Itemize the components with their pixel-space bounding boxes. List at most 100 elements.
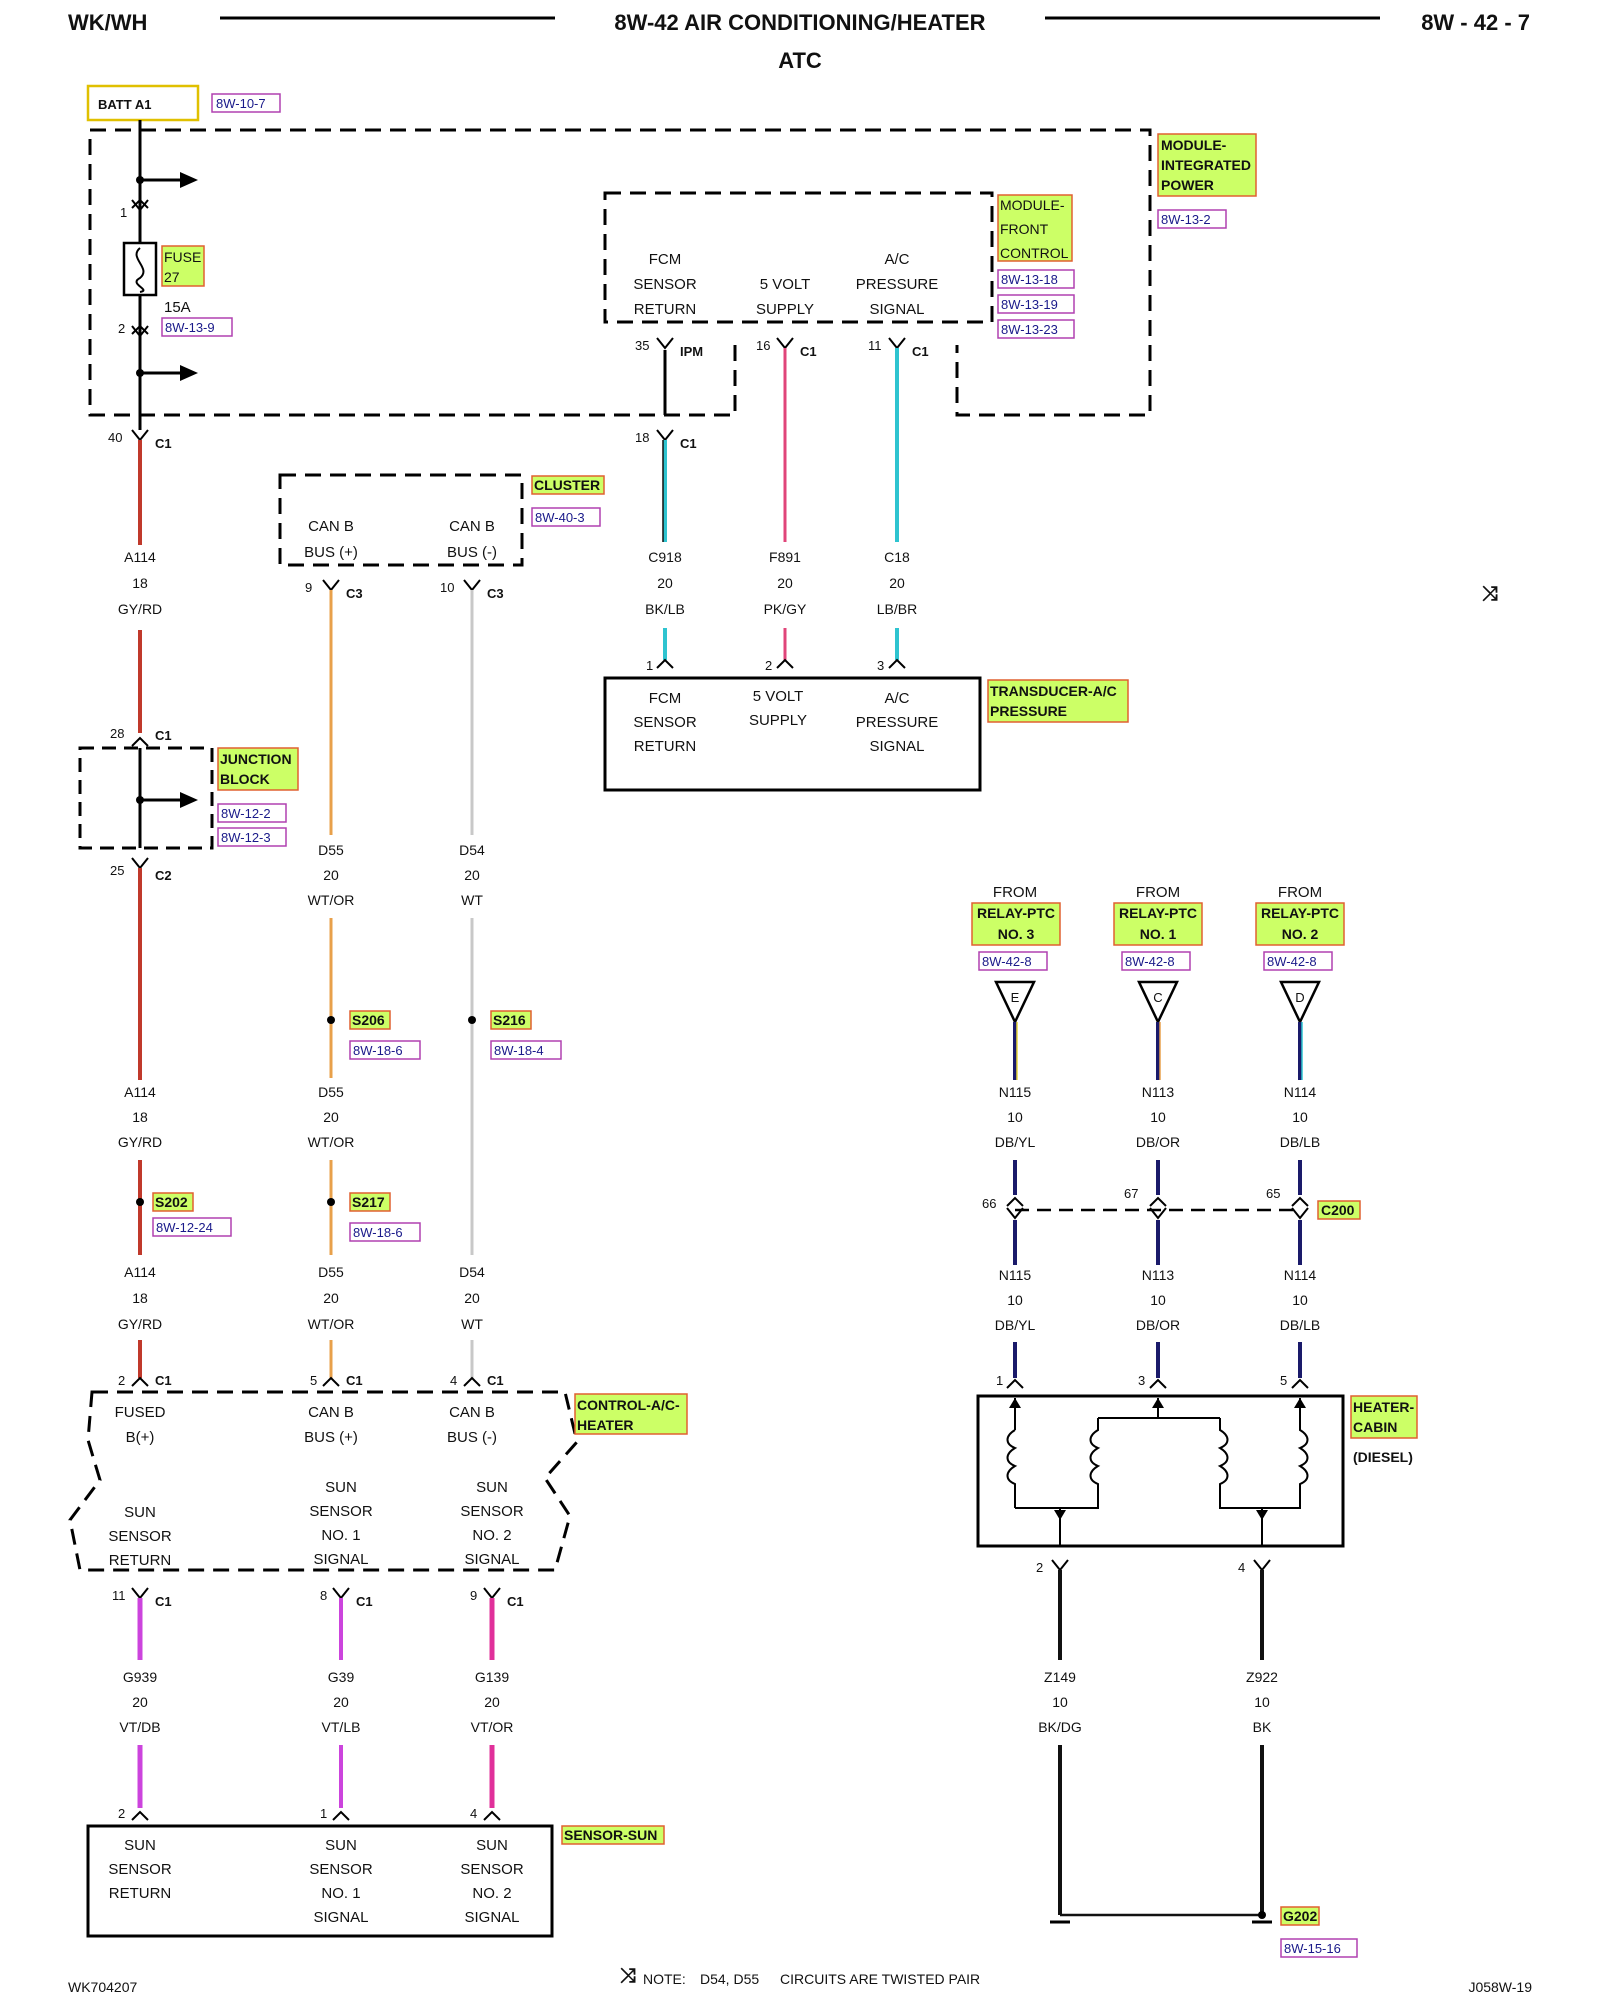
ctrl-pin2-connector <box>131 1377 149 1387</box>
cluster-pin-9: 9 <box>305 580 312 595</box>
transducer-col1-line3: RETURN <box>634 738 697 755</box>
ctrl-pin4-connector <box>463 1377 481 1387</box>
wire-n115-2-gauge: 10 <box>1007 1292 1023 1308</box>
relay3-name-1: RELAY-PTC <box>977 905 1055 921</box>
transducer-pin-1: 1 <box>646 658 653 673</box>
heater-arrow-down-icon <box>1256 1510 1268 1520</box>
s206-ref: 8W-18-6 <box>353 1043 403 1058</box>
wire-n114-2-color: DB/LB <box>1280 1317 1320 1333</box>
twisted-pair-icon: ⤨ <box>620 1965 636 1987</box>
batt-ref: 8W-10-7 <box>216 96 266 111</box>
s202-ref: 8W-12-24 <box>156 1220 213 1235</box>
splice-s217-dot <box>327 1198 335 1206</box>
c200-pin65-f <box>1291 1207 1309 1219</box>
s217-label-box <box>349 1192 391 1212</box>
wire-d55-2-circuit: D55 <box>318 1084 344 1100</box>
ground-ref: 8W-15-16 <box>1284 1941 1341 1956</box>
wire-n115-2-circuit: N115 <box>999 1267 1032 1283</box>
transducer-col3-line3: SIGNAL <box>869 738 924 755</box>
fcm-con-c1b: C1 <box>912 344 929 359</box>
ipm-name-3: POWER <box>1161 177 1214 193</box>
sensor-sun-name: SENSOR-SUN <box>564 1827 657 1843</box>
control-bot1-line3: RETURN <box>109 1552 172 1569</box>
ipm-con-c1: C1 <box>155 436 172 451</box>
fcm-name-1: MODULE- <box>1000 197 1065 213</box>
wire-g39-color: VT/LB <box>322 1719 361 1735</box>
fuse-rating: 15A <box>164 299 191 316</box>
control-bot3-line3: NO. 2 <box>472 1527 511 1544</box>
relay3-label-box <box>971 902 1061 946</box>
relay1-name-2: NO. 1 <box>1140 926 1177 942</box>
heater-pin1-connector <box>1006 1379 1024 1389</box>
fcm-col3-line3: SIGNAL <box>869 301 924 318</box>
page-subtitle: ATC <box>778 48 822 73</box>
ctrl-pin-9: 9 <box>470 1588 477 1603</box>
ground-ref-box <box>1280 1938 1358 1958</box>
sensor-sun-box <box>86 1824 554 1938</box>
wire-d54-3-circuit: D54 <box>459 1264 485 1280</box>
fcm-col1-line1: FCM <box>649 251 682 268</box>
ctrl-pin-2: 2 <box>118 1373 125 1388</box>
wire-n113-2-circuit: N113 <box>1142 1267 1175 1283</box>
wire-c918-circuit: C918 <box>648 549 682 565</box>
ipm-pin40-connector <box>131 429 149 441</box>
s202-label-box <box>152 1192 194 1212</box>
transducer-col3-line2: PRESSURE <box>856 714 939 731</box>
cluster-col1-line2: BUS (+) <box>304 544 358 561</box>
wire-f891-gauge: 20 <box>777 575 793 591</box>
ipm-label-box <box>1157 133 1257 197</box>
heater-name-1: HEATER- <box>1353 1399 1415 1415</box>
heater-name-3: (DIESEL) <box>1353 1449 1413 1465</box>
heater-arrow-up-icon <box>1152 1398 1164 1408</box>
relay1-letter: C <box>1153 990 1162 1005</box>
cluster-pin-10: 10 <box>440 580 454 595</box>
c200-pin66-m <box>1006 1197 1024 1207</box>
wire-d54-1-color: WT <box>461 892 483 908</box>
sun-col3-line2: SENSOR <box>460 1861 524 1878</box>
ipm-outline-left <box>88 130 737 417</box>
wire-d55-1-circuit: D55 <box>318 842 344 858</box>
control-label-box <box>574 1393 688 1435</box>
fcm-outline <box>603 191 994 324</box>
wire-z149-gauge: 10 <box>1052 1694 1068 1710</box>
fcm-con-ipm: IPM <box>680 344 703 359</box>
relay-ptc-2-source: FROM RELAY-PTC NO. 2 8W-42-8 D <box>1255 884 1345 1025</box>
wire-z149-color: BK/DG <box>1038 1719 1082 1735</box>
c200-name: C200 <box>1321 1202 1355 1218</box>
sun-col1-line3: RETURN <box>109 1885 172 1902</box>
wire-a114-1-circuit: A114 <box>124 549 156 565</box>
wire-g139-gauge: 20 <box>484 1694 500 1710</box>
wire-n115-1-color: DB/YL <box>995 1134 1036 1150</box>
control-bot2-line4: SIGNAL <box>313 1551 368 1568</box>
sun-col2-line4: SIGNAL <box>313 1909 368 1926</box>
c200-pin67-m <box>1149 1197 1167 1207</box>
ipm-pin-40: 40 <box>108 430 122 445</box>
relay2-name-2: NO. 2 <box>1282 926 1319 942</box>
heater-pin-2: 2 <box>1036 1560 1043 1575</box>
sun-col2-line1: SUN <box>325 1837 357 1854</box>
jb-label-box <box>217 747 299 791</box>
control-bot1-line2: SENSOR <box>108 1528 172 1545</box>
control-top1-line2: B(+) <box>126 1429 155 1446</box>
relay3-inline-icon <box>994 980 1036 1025</box>
heater-pin-1: 1 <box>996 1373 1003 1388</box>
splice-s216-dot <box>468 1016 476 1024</box>
ipm-outline <box>90 128 1152 417</box>
ctrl-pin-8: 8 <box>320 1588 327 1603</box>
fuse-icon <box>135 247 145 293</box>
wire-a114-3-gauge: 18 <box>132 1290 148 1306</box>
wire-c18-gauge: 20 <box>889 575 905 591</box>
control-bot2-line1: SUN <box>325 1479 357 1496</box>
s217-name: S217 <box>352 1194 385 1210</box>
wire-g939-gauge: 20 <box>132 1694 148 1710</box>
control-bot3-line4: SIGNAL <box>464 1551 519 1568</box>
ground-name: G202 <box>1283 1908 1317 1924</box>
relay1-ref: 8W-42-8 <box>1125 954 1175 969</box>
relay3-from: FROM <box>993 884 1037 901</box>
ctrl-pin5-connector <box>322 1377 340 1387</box>
wire-z922-color: BK <box>1253 1719 1272 1735</box>
jb-pin25-connector <box>131 857 149 869</box>
wire-n113-1-gauge: 10 <box>1150 1109 1166 1125</box>
heater-name-2: CABIN <box>1353 1419 1397 1435</box>
sun-pin-2: 2 <box>118 1806 125 1821</box>
